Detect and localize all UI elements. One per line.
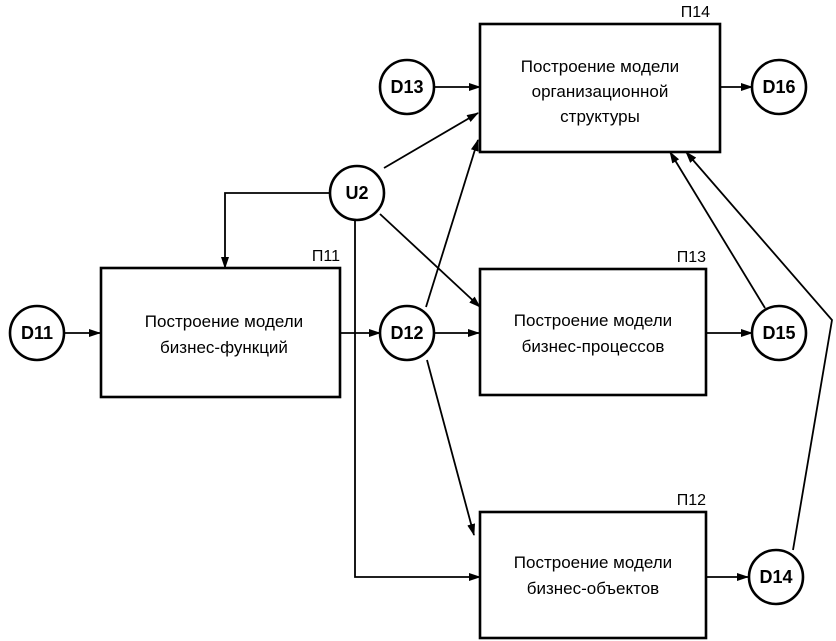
process-label-line-2: бизнес-объектов — [527, 579, 659, 598]
process-p14: П14 Построение модели организационной ст… — [478, 4, 722, 154]
process-code: П11 — [312, 248, 340, 265]
node-label: D14 — [759, 567, 792, 587]
edge-u2-to-p11 — [221, 192, 332, 269]
node-d14: D14 — [747, 548, 805, 606]
process-label-line-1: Построение модели — [521, 57, 679, 76]
node-d13: D13 — [378, 58, 436, 116]
process-box — [478, 510, 708, 640]
node-label: D16 — [762, 77, 795, 97]
process-label-line-1: Построение модели — [145, 312, 303, 331]
edge-d12-to-p14 — [425, 139, 479, 308]
process-label-line-2: организационной — [532, 82, 669, 101]
process-box — [99, 266, 342, 399]
node-circle — [750, 304, 808, 362]
process-p11: П11 Построение модели бизнес-функций — [99, 248, 342, 399]
process-box — [478, 22, 722, 154]
edge-u2-to-p14 — [383, 112, 479, 169]
node-d12: D12 — [378, 304, 436, 362]
edge-u2-to-p12 — [354, 221, 481, 581]
node-circle — [750, 58, 808, 116]
node-label: D15 — [762, 323, 795, 343]
edge-d12-to-p12 — [426, 359, 476, 536]
node-circle — [378, 304, 436, 362]
node-u2: U2 — [328, 164, 386, 222]
process-p12: П12 Построение модели бизнес-объектов — [478, 492, 708, 640]
edges — [65, 83, 833, 581]
node-circle — [328, 164, 386, 222]
node-label: U2 — [345, 183, 368, 203]
process-code: П13 — [677, 249, 706, 266]
node-label: D13 — [390, 77, 423, 97]
node-label: D11 — [21, 323, 53, 343]
node-circle — [378, 58, 436, 116]
node-circle — [8, 304, 66, 362]
node-circle — [747, 548, 805, 606]
edge-d14-to-p14 — [685, 151, 833, 551]
node-d16: D16 — [750, 58, 808, 116]
process-label-line-1: Построение модели — [514, 311, 672, 330]
process-label-line-3: структуры — [560, 107, 640, 126]
process-box — [478, 267, 708, 397]
process-label-line-2: бизнес-функций — [160, 338, 288, 357]
process-label-line-2: бизнес-процессов — [522, 337, 665, 356]
node-label: D12 — [390, 323, 423, 343]
edge-u2-to-p13 — [379, 213, 481, 308]
process-code: П14 — [681, 4, 710, 21]
process-code: П12 — [677, 492, 706, 509]
node-d11: D11 — [8, 304, 66, 362]
edge-d15-to-p14 — [669, 151, 766, 309]
node-d15: D15 — [750, 304, 808, 362]
process-label-line-1: Построение модели — [514, 553, 672, 572]
process-p13: П13 Построение модели бизнес-процессов — [478, 249, 708, 397]
